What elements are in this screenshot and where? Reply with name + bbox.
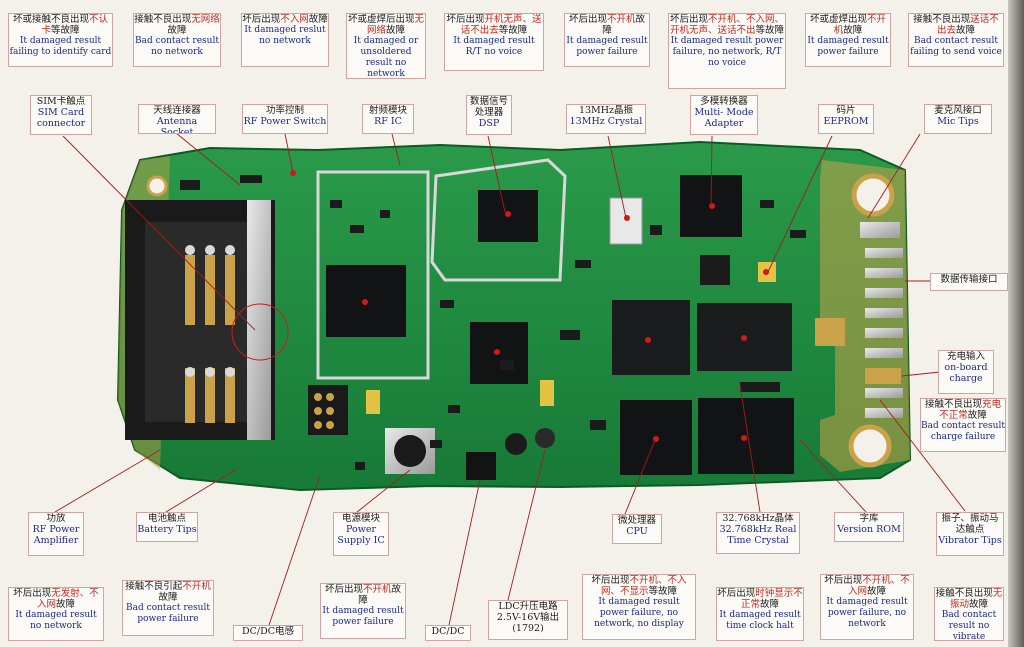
callout-power-supply-failure: 坏后出现不开机故障 It damaged result power failur… <box>320 583 406 639</box>
marker-dots <box>290 170 769 442</box>
callout-crystal-failure: 坏后出现不开机故障 It damaged result power failur… <box>564 13 650 67</box>
callout-vibrator-failure: 接触不良出现无振动故障 Bad contact result no vibrat… <box>934 587 1004 641</box>
sim-card-holder <box>125 200 275 440</box>
crystal-13mhz <box>609 197 643 245</box>
label-dc-dc: DC/DC <box>425 625 471 641</box>
callout-pa-failure: 坏后出现无发射、不入网故障 It damaged result no netwo… <box>8 587 104 641</box>
callout-eeprom-failure: 坏或虚焊出现不开机故障 It damaged result power fail… <box>805 13 891 67</box>
label-ldc-boost-circuit: LDC升压电路 2.5V-16V输出 (1792) <box>488 600 568 640</box>
label-dc-dc-inductor: DC/DC电感 <box>233 625 303 641</box>
rf-shield-outline <box>316 170 430 380</box>
leader-lines <box>54 132 966 626</box>
data-connector-fingers <box>860 222 903 418</box>
callout-rf-ic-failure: 坏或虚焊后出现无网络故障 It damaged or unsoldered re… <box>346 13 426 79</box>
callout-rom-failure: 坏后出现不开机、不入网故障 It damaged result power fa… <box>820 574 914 640</box>
callout-battery-failure: 接触不良引起不开机故障 Bad contact result power fai… <box>122 580 214 636</box>
label-data-interface: 数据传输接口 <box>930 273 1008 291</box>
dsp-shield-outline <box>430 158 567 282</box>
cpu-chip <box>612 300 690 375</box>
callout-sim-failure: 坏或接触不良出现不认卡等故障 It damaged result failing… <box>8 13 113 67</box>
chips <box>308 175 901 480</box>
book-page-edge <box>1008 0 1024 647</box>
callout-rf-power-failure: 坏后出现不入网故障 It damaged reslut no network <box>241 13 329 67</box>
callout-mic-failure: 接触不良出现送话不出去故障 Bad contact result failing… <box>908 13 1004 67</box>
callout-dsp-failure: 坏后出现开机无声、送话不出去等故障 It damaged result R/T … <box>444 13 544 71</box>
callout-antenna-failure: 接触不良出现无网络故障 Bad contact result no networ… <box>133 13 221 67</box>
callout-adapter-failure: 坏后出现不开机、不入网、开机无声、送话不出等故障 It damaged resu… <box>668 13 786 89</box>
smd-components <box>180 175 806 470</box>
callout-clock-failure: 坏后出现时钟显示不正常故障 It damaged result time clo… <box>716 587 804 641</box>
callout-charge-failure: 接触不良出现充电不正常故障 Bad contact result charge … <box>920 398 1006 452</box>
callout-cpu-failure: 坏后出现不开机、不入网、不显示等故障 It damaged result pow… <box>582 574 696 640</box>
